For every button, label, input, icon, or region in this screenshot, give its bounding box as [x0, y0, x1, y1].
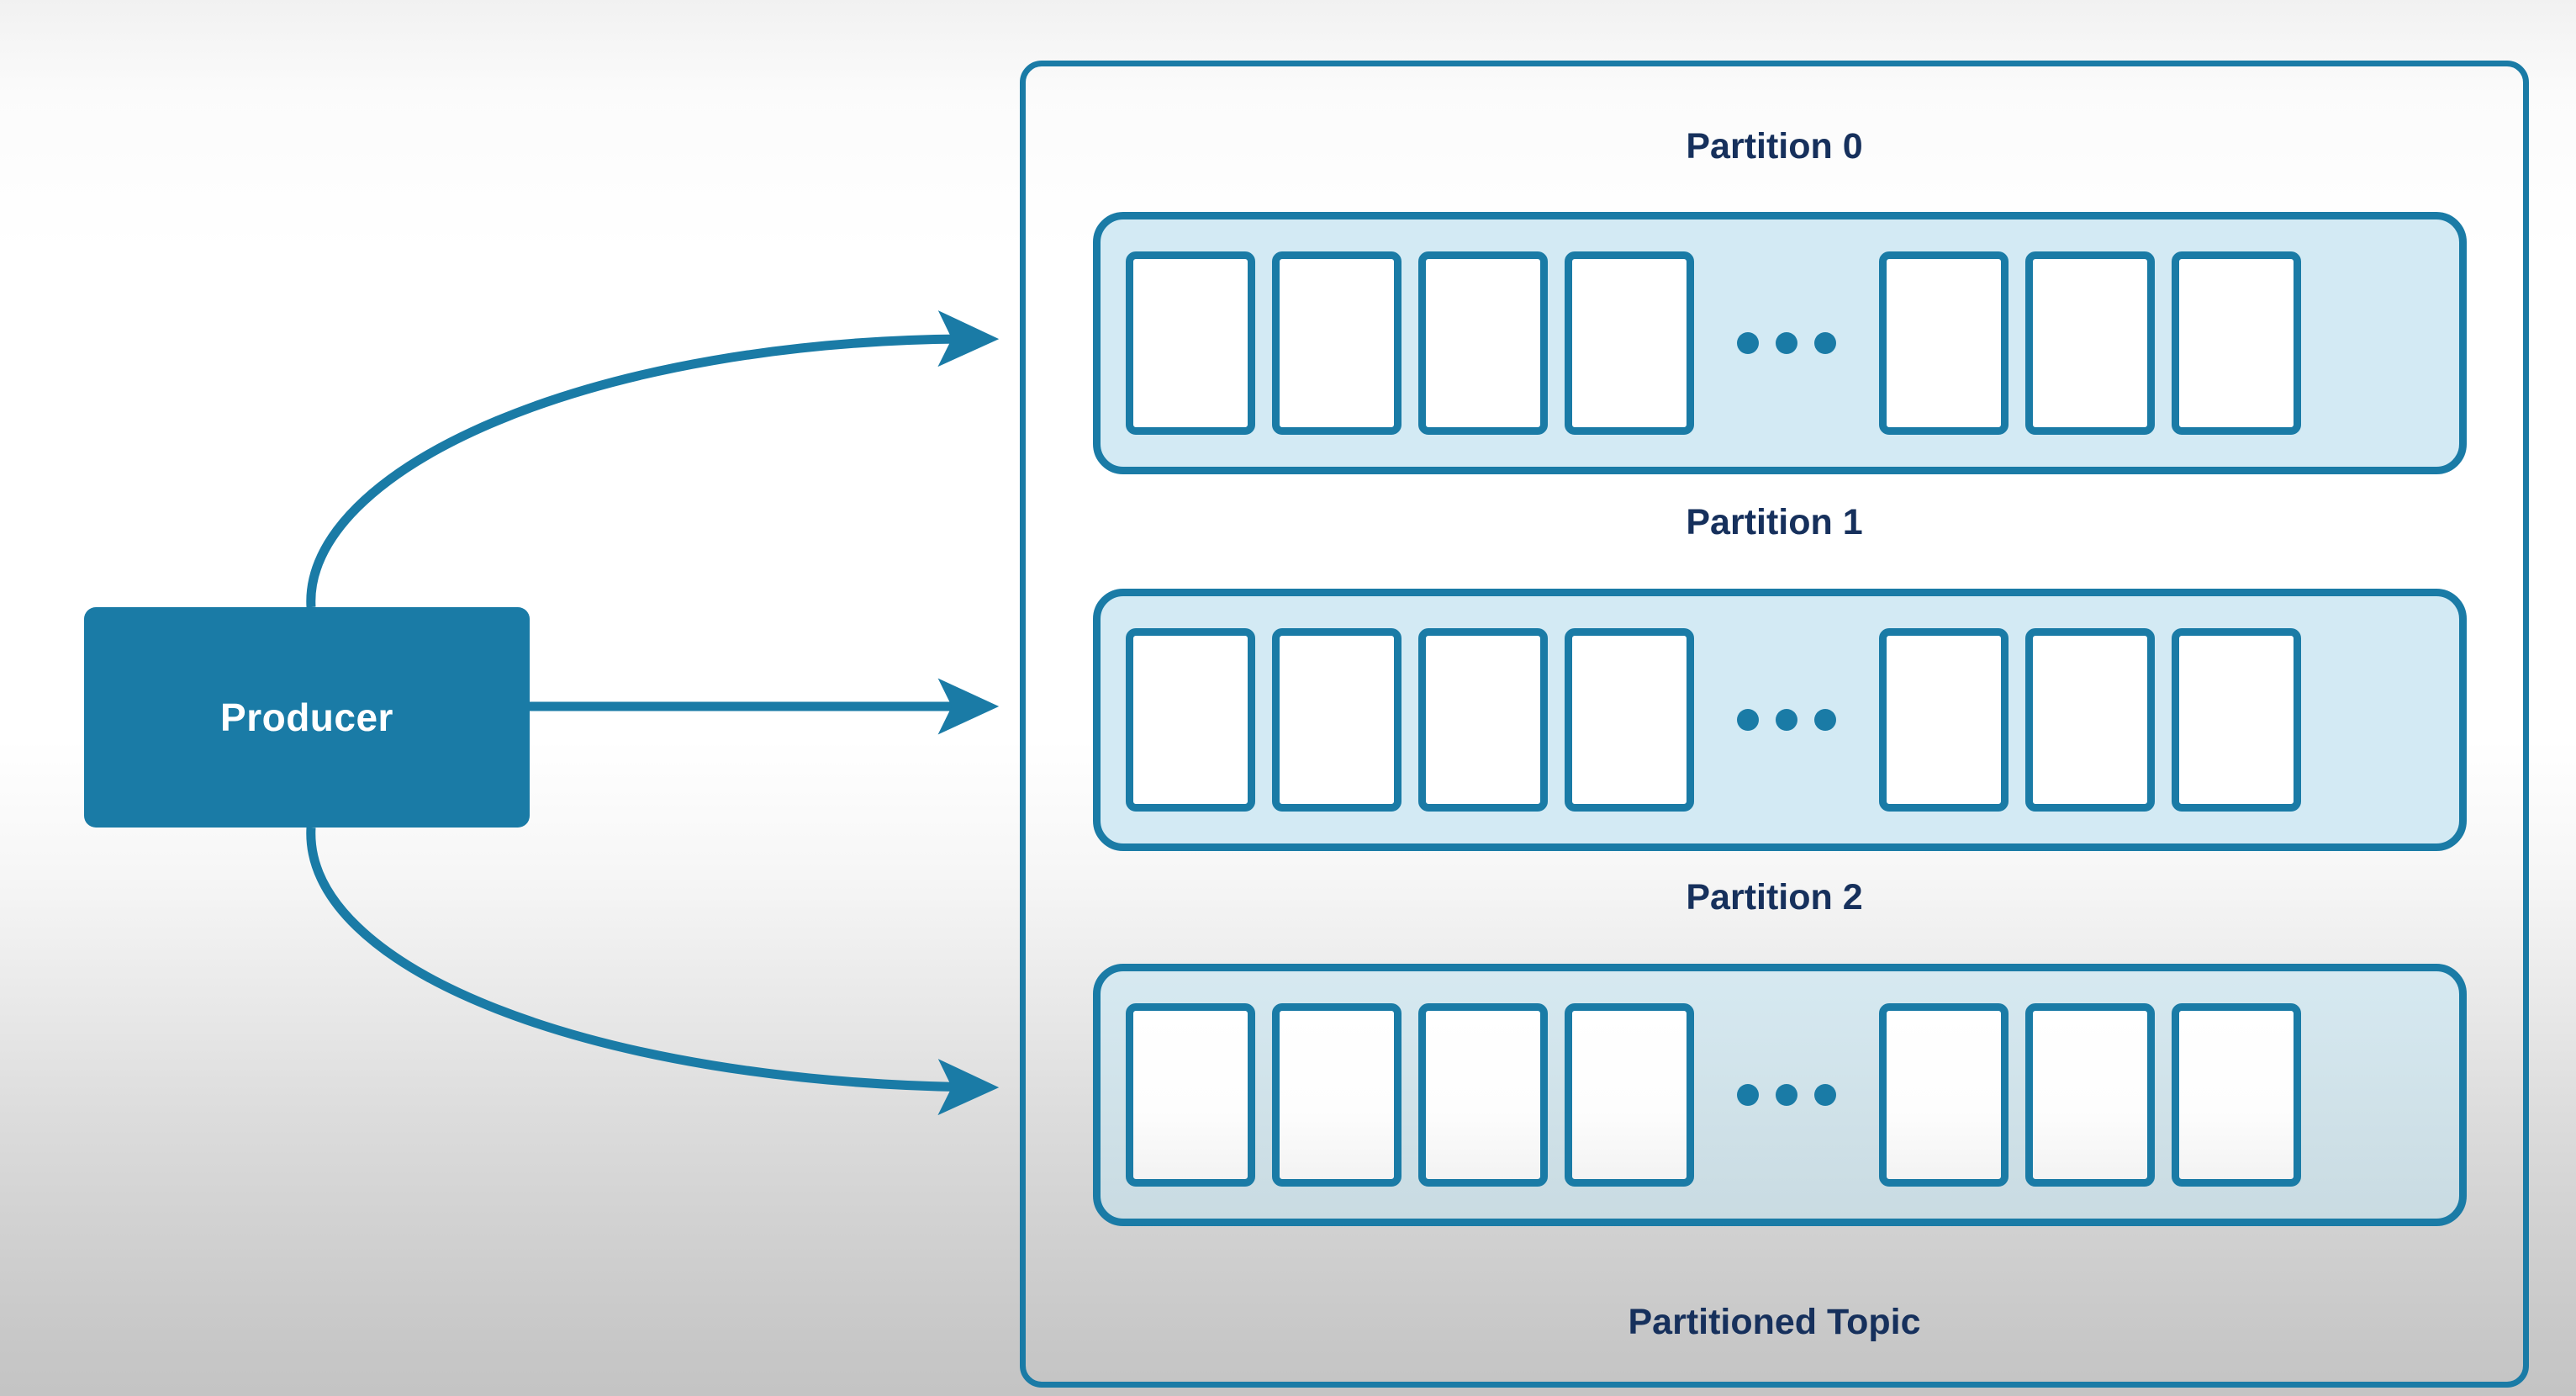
ellipsis-icon: [1711, 1084, 1862, 1106]
message-box[interactable]: [1879, 628, 2009, 812]
partitioned-topic-container: [1020, 61, 2529, 1388]
ellipsis-icon: [1711, 332, 1862, 354]
partition-1-label: Partition 1: [1686, 502, 1863, 542]
message-box[interactable]: [2025, 628, 2155, 812]
message-box[interactable]: [1879, 251, 2009, 435]
message-box[interactable]: [1272, 628, 1401, 812]
message-box[interactable]: [1565, 1003, 1694, 1187]
partition-2-label: Partition 2: [1686, 877, 1863, 917]
partition-2-bar[interactable]: [1093, 964, 2467, 1226]
arrow-producer-to-partition-0: [306, 310, 1000, 608]
partitioned-topic-label: Partitioned Topic: [1628, 1302, 1921, 1342]
message-box[interactable]: [1272, 1003, 1401, 1187]
message-box[interactable]: [2172, 628, 2301, 812]
message-box[interactable]: [2172, 251, 2301, 435]
arrow-producer-to-partition-2: [306, 827, 1000, 1116]
ellipsis-icon: [1711, 709, 1862, 731]
message-box[interactable]: [1565, 628, 1694, 812]
message-box[interactable]: [1565, 251, 1694, 435]
message-box[interactable]: [1418, 251, 1548, 435]
message-box[interactable]: [1126, 628, 1255, 812]
message-box[interactable]: [2025, 251, 2155, 435]
message-box[interactable]: [1418, 628, 1548, 812]
message-box[interactable]: [2172, 1003, 2301, 1187]
partition-0-label: Partition 0: [1686, 126, 1863, 167]
message-box[interactable]: [2025, 1003, 2155, 1187]
message-box[interactable]: [1272, 251, 1401, 435]
message-box[interactable]: [1126, 1003, 1255, 1187]
partition-1-bar[interactable]: [1093, 589, 2467, 851]
partition-0-bar[interactable]: [1093, 212, 2467, 474]
message-box[interactable]: [1879, 1003, 2009, 1187]
message-box[interactable]: [1418, 1003, 1548, 1187]
producer-label: Producer: [220, 695, 393, 739]
producer-node[interactable]: Producer: [84, 607, 530, 828]
message-box[interactable]: [1126, 251, 1255, 435]
